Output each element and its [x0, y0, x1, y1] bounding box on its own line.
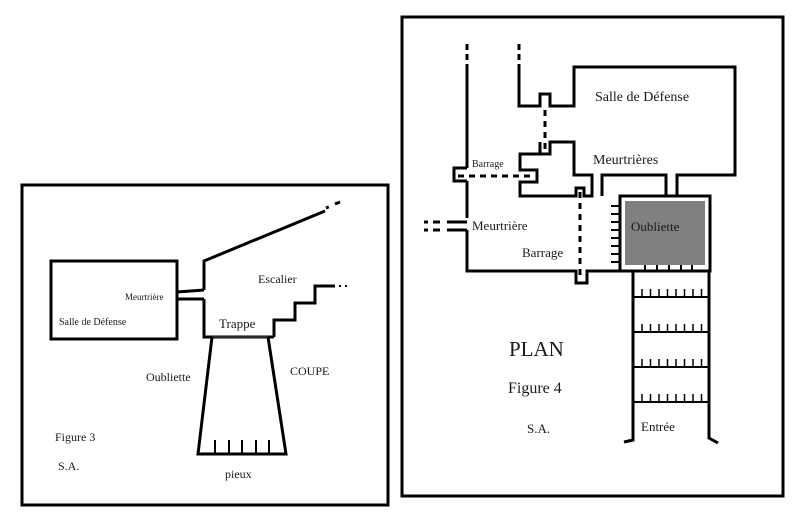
- fig4-author-label: S.A.: [527, 421, 550, 436]
- fig4-barrage-lower-label: Barrage: [522, 245, 563, 260]
- oubliette-side-spikes: [611, 205, 620, 263]
- fig3-trappe-label: Trappe: [219, 316, 256, 331]
- fig3-salle-defense-label: Salle de Défense: [59, 317, 127, 328]
- fig3-pieux-label: pieux: [225, 467, 252, 481]
- entry-corridor-spikes: [641, 289, 703, 402]
- upper-slope-wall: [202, 209, 326, 290]
- entry-corridor-left-wall: [623, 271, 635, 444]
- fig4-meurtriere-label: Meurtrière: [472, 218, 528, 233]
- figure-3-section: Salle de Défense Meurtrière Escalier Tra…: [20, 183, 390, 507]
- inner-barrage-block: [518, 140, 594, 198]
- fig3-coupe-label: COUPE: [290, 364, 329, 378]
- pieux-spikes: [214, 440, 270, 454]
- fig3-escalier-label: Escalier: [258, 272, 297, 286]
- upper-slope-dot: [334, 200, 341, 206]
- lower-corridor-wall: [465, 230, 620, 285]
- fig3-meurtriere-label: Meurtrière: [125, 292, 163, 302]
- upper-slope-continuation: [325, 204, 332, 210]
- fig4-oubliette-label: Oubliette: [631, 219, 680, 234]
- barrage-notch-left: [452, 166, 467, 183]
- oubliette-shaft: [196, 336, 288, 456]
- fig4-meurtrieres-label: Meurtrières: [593, 153, 658, 168]
- fig4-entree-label: Entrée: [641, 419, 675, 434]
- escalier-steps: [272, 284, 335, 337]
- fig3-figure-label: Figure 3: [55, 430, 95, 444]
- entry-corridor-traps: [633, 296, 709, 403]
- fig4-salle-defense-label: Salle de Défense: [595, 90, 689, 105]
- oubliette-pit: [625, 201, 705, 265]
- entry-corridor-right-wall: [707, 271, 719, 445]
- fig4-plan-label: PLAN: [509, 337, 564, 361]
- meurtriere-upper-wall: [176, 288, 205, 294]
- figure-4-plan: Salle de Défense Barrage Meurtrières Meu…: [400, 15, 785, 498]
- meurtrieres-box: [600, 173, 668, 196]
- figure-4-frame: [400, 15, 785, 498]
- fig4-barrage-upper-label: Barrage: [472, 159, 504, 170]
- oubliette-room-wall: [618, 194, 712, 273]
- figure-3-frame: [20, 183, 390, 507]
- salle-defense-outline: [517, 64, 737, 196]
- fig3-oubliette-label: Oubliette: [146, 370, 191, 384]
- fig3-author-label: S.A.: [58, 459, 79, 473]
- oubliette-bottom-spikes: [644, 265, 693, 271]
- fig4-figure-label: Figure 4: [508, 380, 562, 397]
